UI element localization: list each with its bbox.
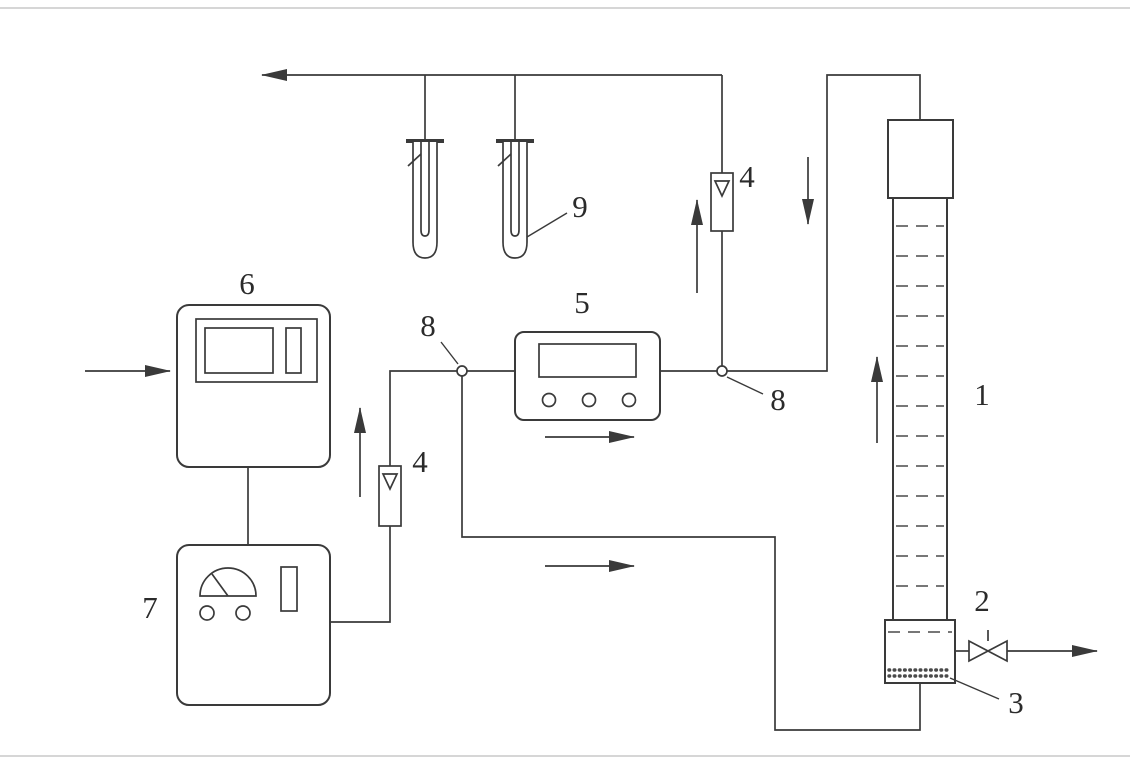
flowmeter-left-float-icon — [381, 473, 399, 492]
label-display-instrument: 5 — [574, 285, 590, 320]
column-body — [892, 197, 948, 621]
leader-3 — [949, 677, 1000, 700]
instrument-upper-slot — [285, 327, 302, 374]
instrument-upper-display — [204, 327, 274, 374]
button-2-icon — [581, 392, 597, 408]
label-junction-right: 8 — [770, 382, 786, 417]
column-packing-marks — [896, 225, 944, 587]
label-instrument-lower: 7 — [142, 590, 158, 625]
tube-left-inner — [420, 142, 430, 237]
button-1-icon — [541, 392, 557, 408]
tube-right-outer — [502, 142, 528, 259]
display-instrument-screen — [538, 343, 637, 378]
label-flowmeter-right: 4 — [739, 159, 755, 194]
flowmeter-right-float-icon — [713, 180, 731, 199]
absorption-tubes — [406, 75, 534, 259]
flow-arrows — [354, 157, 883, 572]
flowmeter-right-body — [710, 172, 734, 232]
leader-8-right — [726, 376, 764, 395]
label-junction-left: 8 — [420, 308, 436, 343]
label-absorption-tubes: 9 — [572, 189, 588, 224]
label-column-base: 2 — [974, 583, 990, 618]
instrument-lower-case — [176, 544, 331, 706]
pipe-flowmeter-to-instrument — [330, 526, 391, 623]
tube-left-mark — [407, 153, 422, 167]
label-porous-plate: 3 — [1008, 685, 1024, 720]
tube-right-mark — [497, 153, 512, 167]
piping — [85, 69, 1098, 731]
valve-right-triangle-icon — [986, 639, 1008, 663]
knob-left-icon — [199, 605, 215, 621]
instrument-lower — [176, 544, 331, 706]
gauge-needle-icon — [211, 573, 229, 597]
reaction-column — [884, 119, 956, 684]
valve-left-triangle-icon — [968, 639, 990, 663]
label-instrument-upper: 6 — [239, 266, 255, 301]
tube-right-inner — [510, 142, 520, 237]
instrument-upper — [176, 304, 331, 468]
leader-8-left — [440, 341, 459, 365]
tube-left-outer — [412, 142, 438, 259]
pipe-transfer-to-column — [461, 371, 921, 731]
knob-right-icon — [235, 605, 251, 621]
labels: 1 2 3 4 4 5 6 7 8 8 9 — [142, 159, 1024, 720]
display-instrument — [514, 331, 661, 421]
label-flowmeter-left: 4 — [412, 444, 428, 479]
leader-lines — [440, 212, 1000, 700]
gauge-icon — [199, 567, 257, 597]
button-3-icon — [621, 392, 637, 408]
column-base — [884, 619, 956, 684]
drain-valve — [968, 630, 1008, 663]
leader-9 — [526, 212, 568, 238]
flowmeters — [378, 172, 734, 527]
flowmeter-left-body — [378, 465, 402, 527]
label-column: 1 — [974, 377, 990, 412]
column-top-cap — [887, 119, 954, 199]
pipe-junction-to-flowmeter — [389, 370, 462, 466]
junction-right-node — [716, 365, 728, 377]
junction-left-node — [456, 365, 468, 377]
instrument-lower-slot — [280, 566, 298, 612]
pipe-column-exhaust — [722, 74, 921, 372]
